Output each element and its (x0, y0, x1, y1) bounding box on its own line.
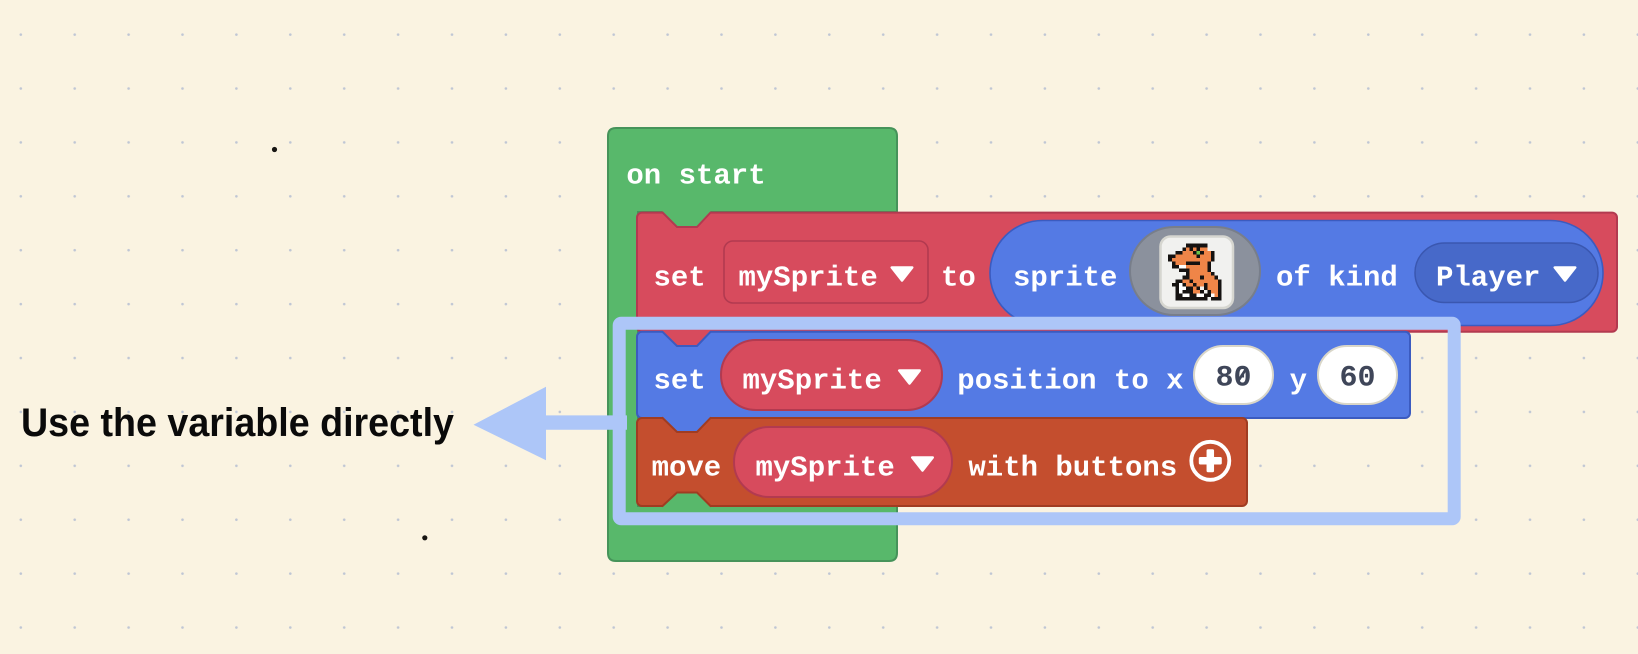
svg-text:position to x: position to x (957, 365, 1183, 398)
svg-text:mySprite: mySprite (739, 262, 878, 295)
svg-text:y: y (1290, 365, 1307, 398)
svg-text:sprite: sprite (1013, 262, 1117, 295)
svg-text:with buttons: with buttons (968, 452, 1177, 485)
svg-text:set: set (654, 262, 706, 295)
svg-text:move: move (652, 452, 722, 485)
svg-text:60: 60 (1339, 362, 1375, 396)
svg-text:mySprite: mySprite (756, 452, 895, 485)
svg-text:mySprite: mySprite (743, 365, 882, 398)
svg-text:80: 80 (1215, 362, 1251, 396)
svg-text:Player: Player (1436, 262, 1540, 295)
svg-text:to: to (941, 262, 976, 295)
svg-text:set: set (654, 365, 706, 398)
svg-text:of kind: of kind (1276, 262, 1398, 295)
svg-text:Use the variable directly: Use the variable directly (21, 401, 454, 445)
svg-text:on start: on start (626, 160, 765, 193)
